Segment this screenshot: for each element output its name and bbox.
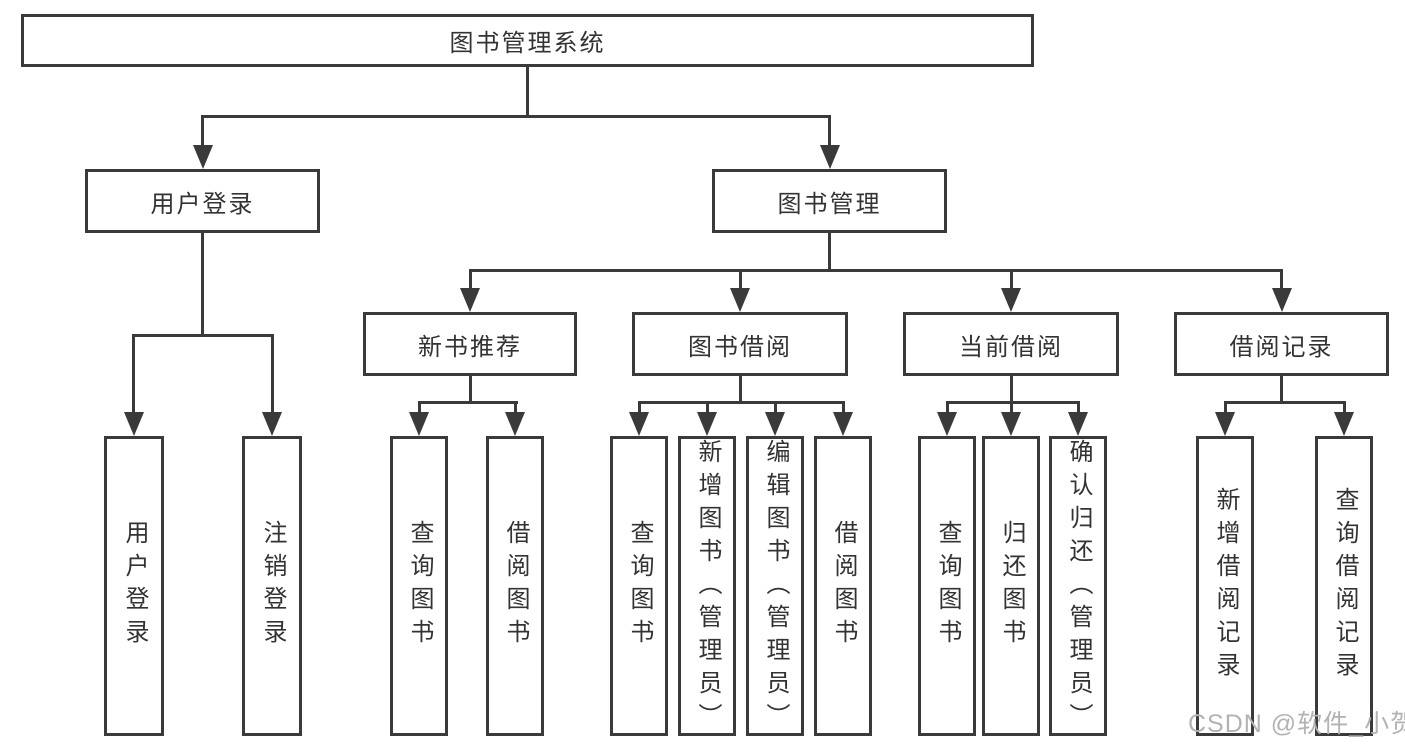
arrow-down-icon xyxy=(193,145,213,169)
node-book-management: 图书管理 xyxy=(712,169,947,233)
arrow-down-icon xyxy=(124,412,144,436)
connector-line xyxy=(1280,269,1283,290)
leaf-label: 注销登录 xyxy=(259,520,286,652)
leaf-label: 归还图书 xyxy=(998,520,1025,652)
arrow-down-icon xyxy=(1001,288,1021,312)
node-library-system: 图书管理系统 xyxy=(21,14,1034,67)
arrow-down-icon xyxy=(730,288,750,312)
node-new-book-recommend: 新书推荐 xyxy=(363,312,577,376)
connector-line xyxy=(946,401,949,414)
csdn-watermark: CSDN @软件_小贺同学 xyxy=(1188,710,1405,738)
leaf-query-books-borrow: 查询图书 xyxy=(610,436,668,736)
arrow-down-icon xyxy=(262,412,282,436)
arrow-down-icon xyxy=(629,412,649,436)
connector-line xyxy=(1343,401,1346,414)
arrow-down-icon xyxy=(1001,412,1021,436)
connector-line xyxy=(828,233,831,272)
connector-line xyxy=(638,401,845,404)
arrow-down-icon xyxy=(820,145,840,169)
connector-line xyxy=(1224,401,1227,414)
node-user-login: 用户登录 xyxy=(85,169,320,233)
leaf-borrow-books: 借阅图书 xyxy=(814,436,872,736)
leaf-user-login: 用户登录 xyxy=(104,436,164,736)
connector-line xyxy=(946,401,1080,404)
connector-line xyxy=(1224,401,1345,404)
arrow-down-icon xyxy=(1068,412,1088,436)
leaf-logout: 注销登录 xyxy=(242,436,302,736)
connector-line xyxy=(469,269,472,290)
connector-line xyxy=(828,115,831,147)
leaf-query-books-current: 查询图书 xyxy=(918,436,976,736)
arrow-down-icon xyxy=(409,412,429,436)
leaf-label: 查询图书 xyxy=(626,520,653,652)
connector-line xyxy=(514,401,517,414)
connector-line xyxy=(1010,376,1013,404)
connector-line xyxy=(201,115,831,118)
connector-line xyxy=(739,376,742,404)
connector-line xyxy=(638,401,641,414)
node-current-borrowing: 当前借阅 xyxy=(903,312,1119,376)
leaf-query-borrow-record: 查询借阅记录 xyxy=(1315,436,1373,736)
leaf-label: 查询借阅记录 xyxy=(1331,487,1358,685)
connector-line xyxy=(1010,401,1013,414)
connector-line xyxy=(842,401,845,414)
arrow-down-icon xyxy=(460,288,480,312)
node-book-borrowing: 图书借阅 xyxy=(632,312,848,376)
connector-line xyxy=(132,334,135,414)
leaf-add-book-admin: 新增图书（管理员） xyxy=(678,436,736,736)
connector-line xyxy=(739,269,742,290)
connector-line xyxy=(132,334,274,337)
connector-line xyxy=(706,401,709,414)
arrow-down-icon xyxy=(765,412,785,436)
leaf-label: 借阅图书 xyxy=(830,520,857,652)
arrow-down-icon xyxy=(833,412,853,436)
arrow-down-icon xyxy=(697,412,717,436)
connector-line xyxy=(418,401,518,404)
leaf-label: 查询图书 xyxy=(934,520,961,652)
connector-line xyxy=(526,67,529,117)
leaf-label: 新增借阅记录 xyxy=(1212,487,1239,685)
connector-line xyxy=(1077,401,1080,414)
connector-line xyxy=(774,401,777,414)
node-borrowing-records: 借阅记录 xyxy=(1174,312,1389,376)
leaf-label: 确认归还（管理员） xyxy=(1065,439,1092,736)
connector-line xyxy=(201,115,204,147)
connector-line xyxy=(271,334,274,414)
leaf-edit-book-admin: 编辑图书（管理员） xyxy=(746,436,804,736)
leaf-label: 借阅图书 xyxy=(502,520,529,652)
leaf-label: 用户登录 xyxy=(121,520,148,652)
leaf-return-book: 归还图书 xyxy=(982,436,1040,736)
connector-line xyxy=(1280,376,1283,404)
leaf-add-borrow-record: 新增借阅记录 xyxy=(1196,436,1254,736)
connector-line xyxy=(1010,269,1013,290)
leaf-label: 查询图书 xyxy=(406,520,433,652)
connector-line xyxy=(469,269,1283,272)
leaf-query-books-newbook: 查询图书 xyxy=(390,436,448,736)
arrow-down-icon xyxy=(1272,288,1292,312)
leaf-label: 新增图书（管理员） xyxy=(694,439,721,736)
connector-line xyxy=(418,401,421,414)
arrow-down-icon xyxy=(505,412,525,436)
connector-line xyxy=(201,233,204,337)
leaf-borrow-books-newbook: 借阅图书 xyxy=(486,436,544,736)
arrow-down-icon xyxy=(937,412,957,436)
leaf-confirm-return-admin: 确认归还（管理员） xyxy=(1049,436,1107,736)
arrow-down-icon xyxy=(1215,412,1235,436)
arrow-down-icon xyxy=(1334,412,1354,436)
connector-line xyxy=(469,376,472,404)
leaf-label: 编辑图书（管理员） xyxy=(762,439,789,736)
